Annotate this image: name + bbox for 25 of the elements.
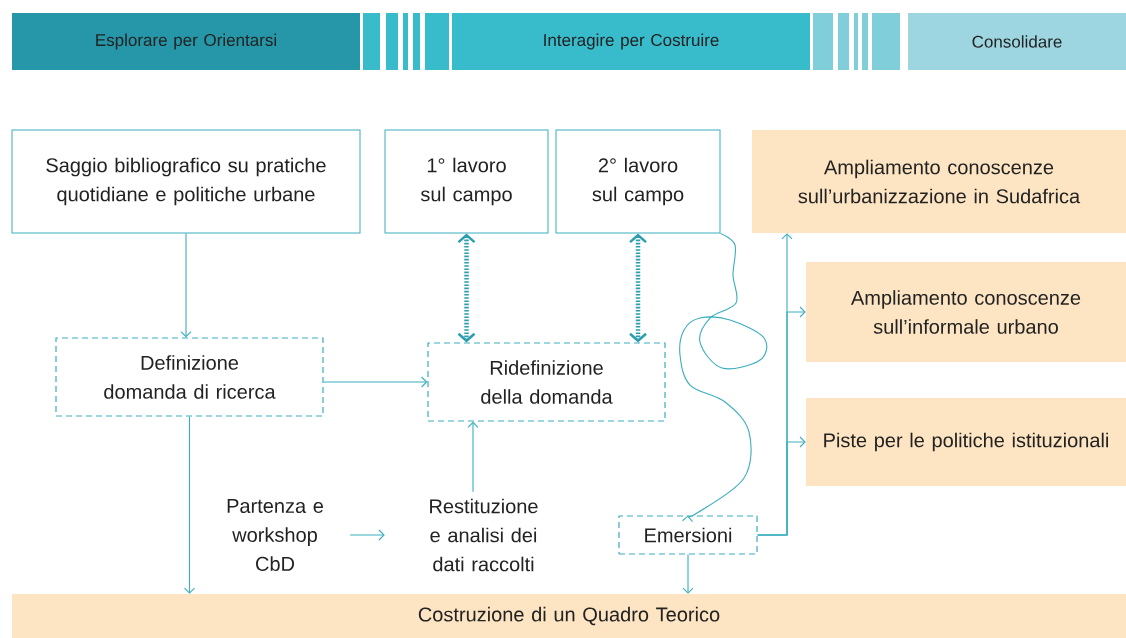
arrow <box>467 421 479 493</box>
header-band: Esplorare per Orientarsi <box>12 13 360 70</box>
arrow <box>629 233 647 343</box>
process-box: Saggio bibliografico su pratiche quotidiane e politiche urbane <box>11 129 361 234</box>
arrow <box>679 232 768 523</box>
outcome-box: Ampliamento conoscenze sull’urbanizzazione in Sudafrica <box>752 130 1126 233</box>
outcome-box: Piste per le politiche istituzionali <box>806 398 1126 486</box>
dashed-box: Definizione domanda di ricerca <box>55 337 324 417</box>
dashed-box: Ridefinizione della domanda <box>427 342 666 422</box>
process-box: 2° lavoro sul campo <box>555 129 721 234</box>
arrow <box>349 529 385 541</box>
header-band: Interagire per Costruire <box>452 13 810 70</box>
header-band: Consolidare <box>908 13 1126 70</box>
arrow <box>457 233 476 343</box>
outcome-box: Ampliamento conoscenze sull’informale urbano <box>806 262 1126 362</box>
theory-band: Costruzione di un Quadro Teorico <box>12 594 1126 638</box>
text-label: Restituzione e analisi dei dati raccolti <box>430 498 538 572</box>
arrow <box>323 376 428 388</box>
dashed-box: Emersioni <box>618 515 758 555</box>
arrow <box>757 436 806 536</box>
arrow <box>682 554 694 594</box>
process-box: 1° lavoro sul campo <box>384 129 549 234</box>
arrow <box>180 232 192 338</box>
arrow <box>183 416 196 594</box>
text-label: Partenza e workshop CbD <box>227 499 323 571</box>
